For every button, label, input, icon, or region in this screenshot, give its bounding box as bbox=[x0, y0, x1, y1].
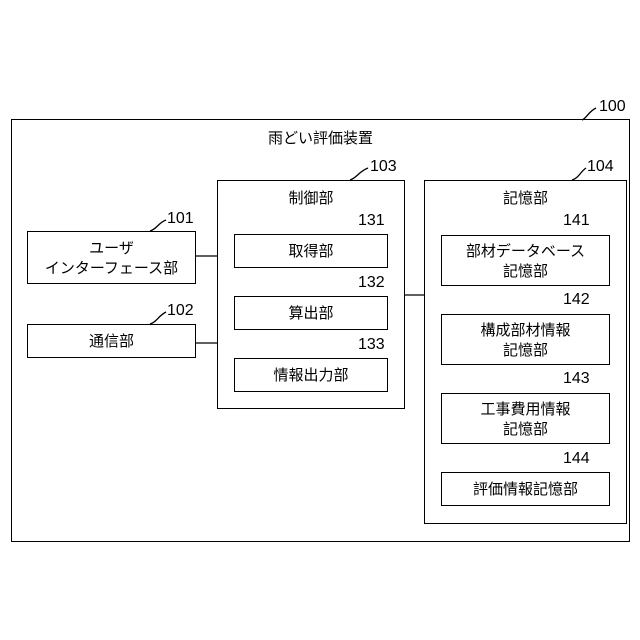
info-output-box: 情報出力部 bbox=[234, 358, 388, 392]
user-interface-ref: 101 bbox=[167, 210, 194, 228]
calculate-label: 算出部 bbox=[288, 303, 333, 323]
component-info-line2: 記憶部 bbox=[503, 340, 548, 360]
material-db-line1: 部材データベース bbox=[466, 241, 585, 261]
component-info-line1: 構成部材情報 bbox=[480, 320, 570, 340]
acquire-label: 取得部 bbox=[288, 241, 333, 261]
material-db-line2: 記憶部 bbox=[503, 261, 548, 281]
evaluation-info-box: 評価情報記憶部 bbox=[441, 472, 610, 506]
communication-ref: 102 bbox=[167, 302, 194, 320]
cost-info-line2: 記憶部 bbox=[503, 419, 548, 439]
user-interface-box: ユーザ インターフェース部 bbox=[27, 231, 196, 284]
acquire-ref: 131 bbox=[358, 212, 385, 230]
communication-box: 通信部 bbox=[27, 324, 196, 358]
cost-info-ref: 143 bbox=[563, 370, 590, 388]
control-ref: 103 bbox=[370, 158, 397, 176]
storage-title: 記憶部 bbox=[424, 188, 627, 208]
calculate-ref: 132 bbox=[358, 274, 385, 292]
acquire-box: 取得部 bbox=[234, 234, 388, 268]
component-info-box: 構成部材情報 記憶部 bbox=[441, 314, 610, 365]
storage-ref: 104 bbox=[587, 158, 614, 176]
calculate-box: 算出部 bbox=[234, 296, 388, 330]
info-output-ref: 133 bbox=[358, 336, 385, 354]
component-info-ref: 142 bbox=[563, 291, 590, 309]
cost-info-box: 工事費用情報 記憶部 bbox=[441, 393, 610, 444]
control-title: 制御部 bbox=[217, 188, 405, 208]
evaluation-info-ref: 144 bbox=[563, 450, 590, 468]
user-interface-line1: ユーザ bbox=[89, 238, 134, 258]
evaluation-info-label: 評価情報記憶部 bbox=[473, 479, 578, 499]
cost-info-line1: 工事費用情報 bbox=[480, 399, 570, 419]
material-db-ref: 141 bbox=[563, 212, 590, 230]
user-interface-line2: インターフェース部 bbox=[45, 258, 178, 278]
communication-label: 通信部 bbox=[89, 331, 134, 351]
info-output-label: 情報出力部 bbox=[273, 365, 348, 385]
material-db-box: 部材データベース 記憶部 bbox=[441, 235, 610, 286]
